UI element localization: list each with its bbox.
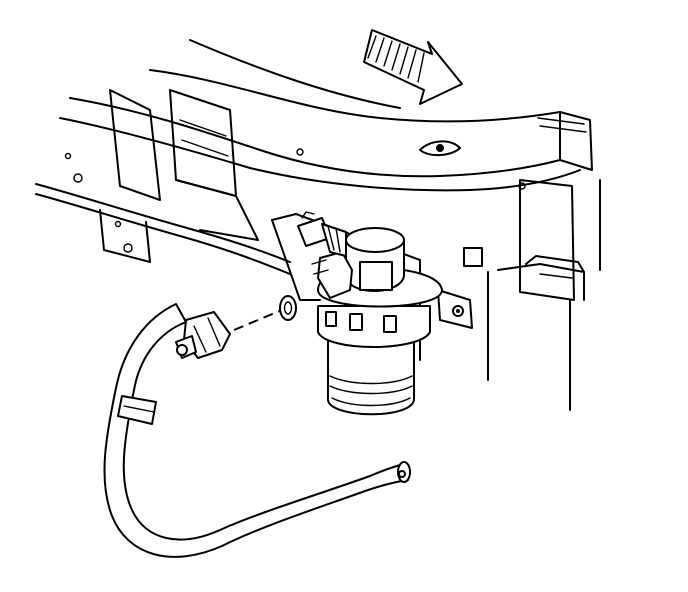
fuel-line (103, 295, 411, 558)
crossmember (35, 89, 291, 275)
frame-rail (59, 39, 593, 253)
direction-arrow-icon (363, 29, 463, 105)
side-bracket (463, 179, 601, 411)
fuel-filter (297, 211, 443, 416)
